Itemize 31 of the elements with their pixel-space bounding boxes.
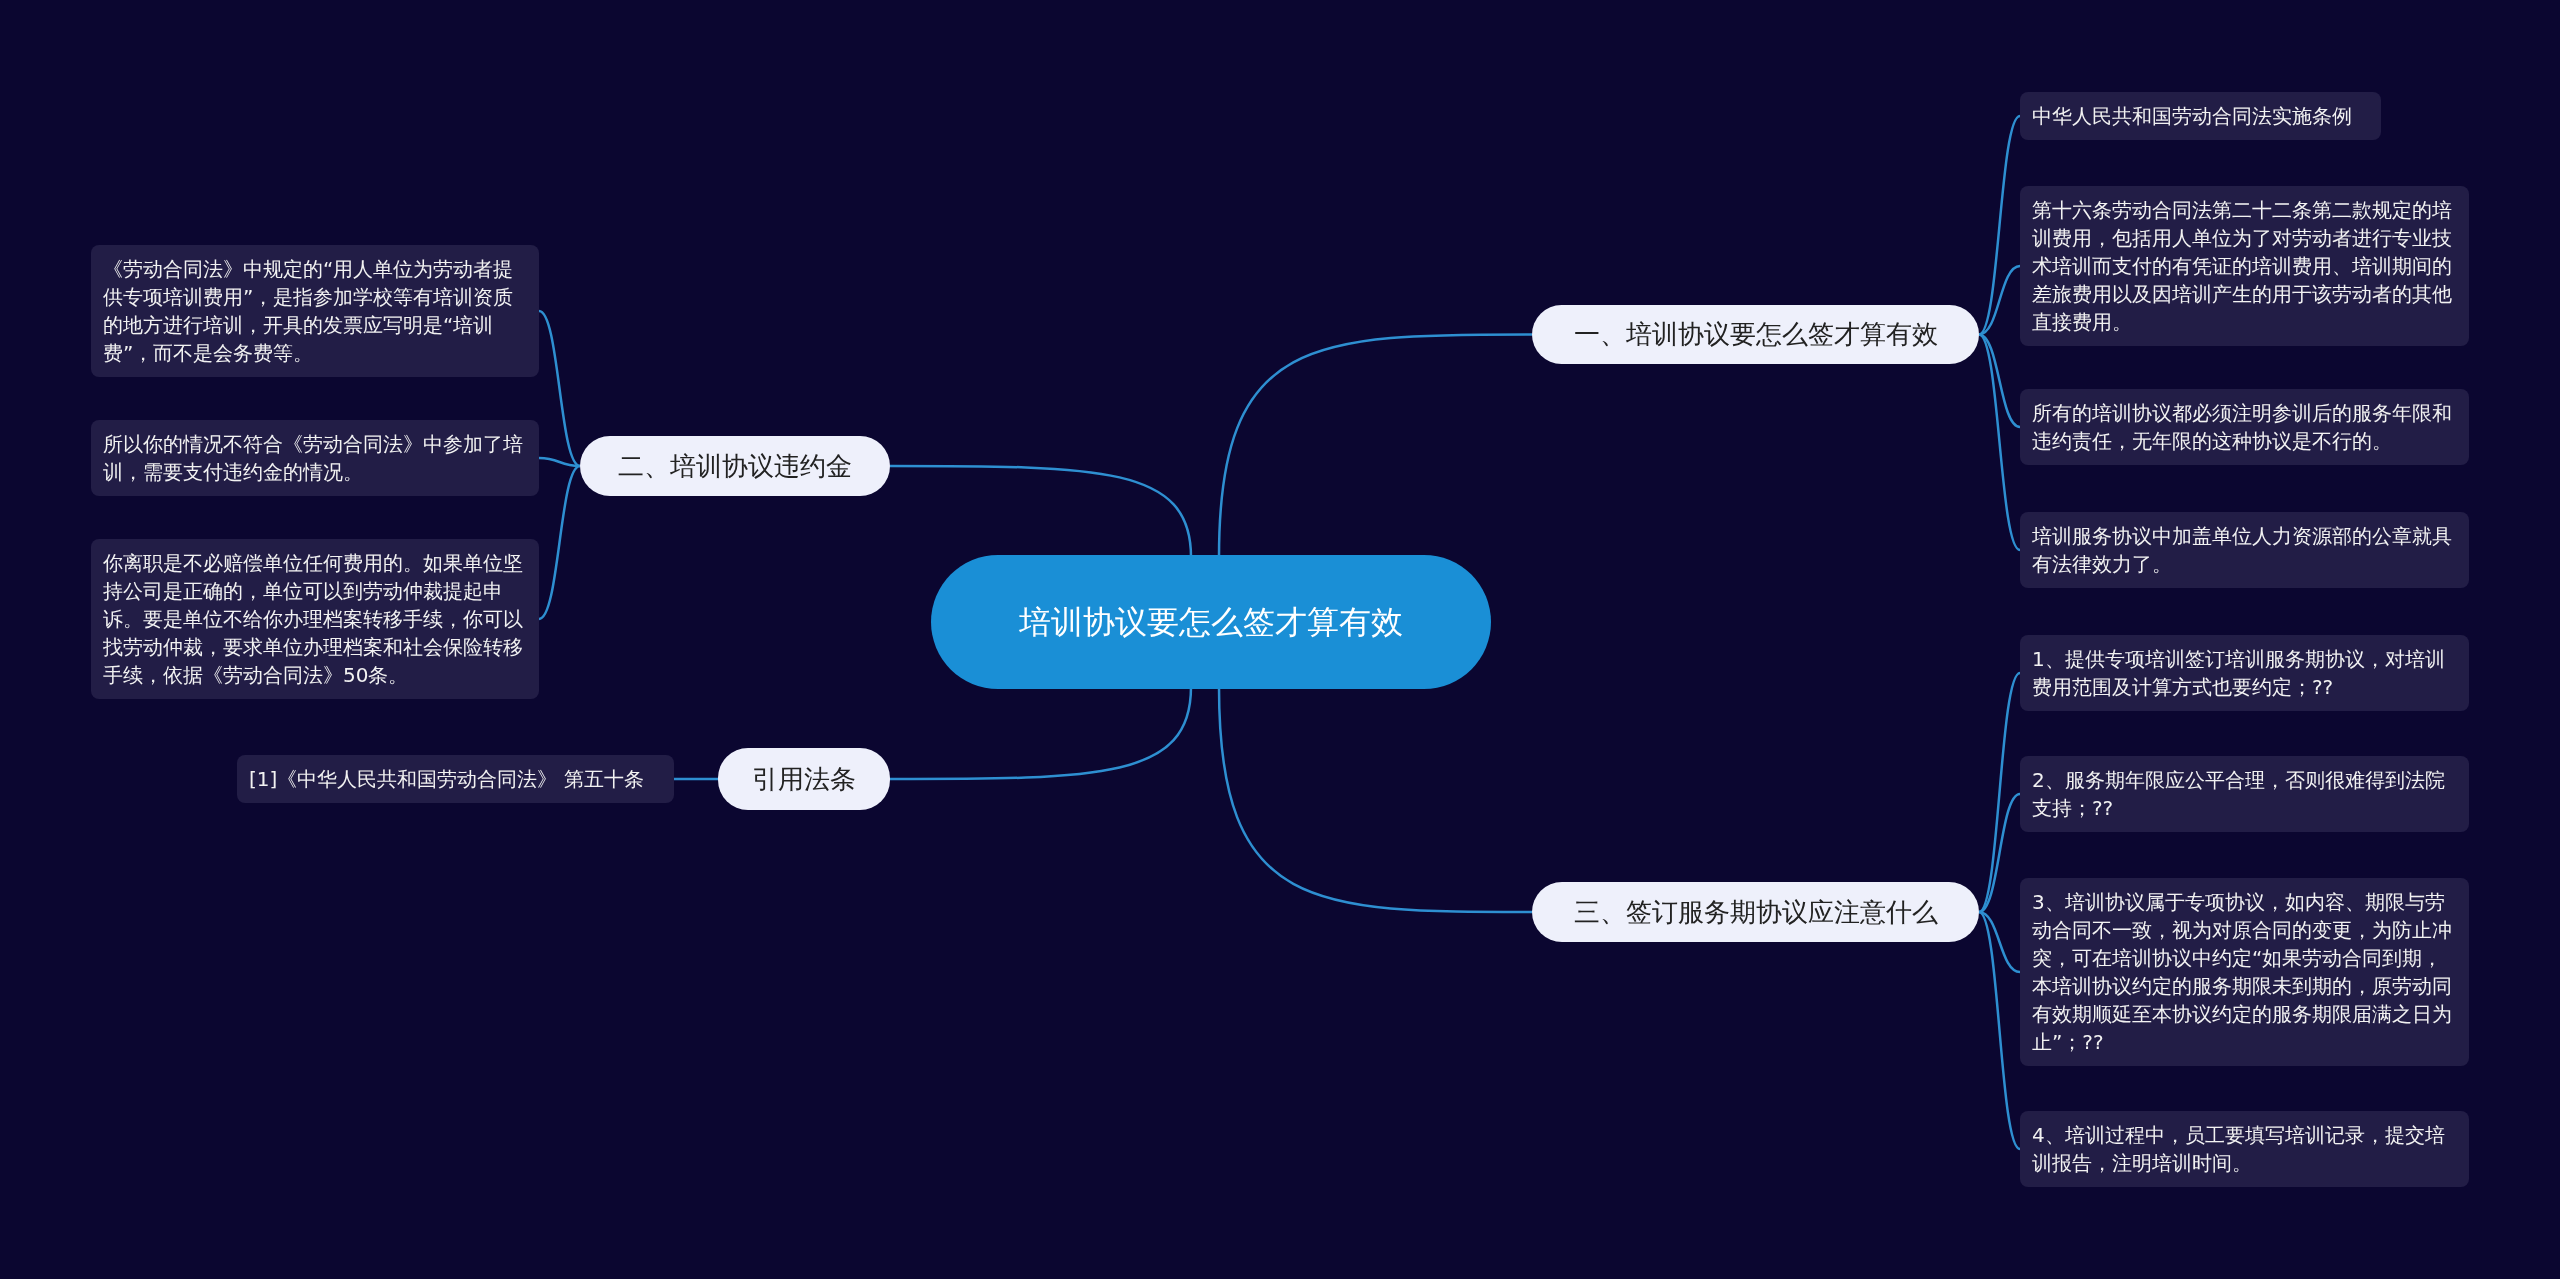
leaf-note: 2、服务期年限应公平合理，否则很难得到法院支持；?? bbox=[2020, 756, 2469, 832]
connector-line bbox=[1978, 792, 2021, 914]
connector-line bbox=[1978, 333, 2021, 551]
leaf-note: 所以你的情况不符合《劳动合同法》中参加了培训，需要支付违约金的情况。 bbox=[91, 420, 539, 496]
leaf-note: [1]《中华人民共和国劳动合同法》 第五十条 bbox=[237, 755, 674, 803]
branch-topic: 二、培训协议违约金 bbox=[580, 436, 890, 496]
leaf-note: 你离职是不必赔偿单位任何费用的。如果单位坚持公司是正确的，单位可以到劳动仲裁提起申诉。要是单位不给你办理档案转移手续，你可以找劳动仲裁，要求单位办理档案和社会保险转移手续，依据《劳动合同法》50条。 bbox=[91, 539, 539, 699]
leaf-note: 所有的培训协议都必须注明参训后的服务年限和违约责任，无年限的这种协议是不行的。 bbox=[2020, 389, 2469, 465]
connector-line bbox=[1217, 333, 1532, 558]
branch-topic: 一、培训协议要怎么签才算有效 bbox=[1532, 305, 1979, 364]
connector-line bbox=[1978, 910, 2021, 974]
connector-line bbox=[1978, 115, 2021, 336]
leaf-note: 1、提供专项培训签订培训服务期协议，对培训费用范围及计算方式也要约定；?? bbox=[2020, 635, 2469, 711]
connector-line bbox=[890, 464, 1193, 558]
connector-line bbox=[1217, 686, 1532, 914]
central-topic: 培训协议要怎么签才算有效 bbox=[931, 555, 1491, 689]
leaf-note: 第十六条劳动合同法第二十二条第二款规定的培训费用，包括用人单位为了对劳动者进行专业技术培训而支付的有凭证的培训费用、培训期间的差旅费用以及因培训产生的用于该劳动者的其他直接费用。 bbox=[2020, 186, 2469, 346]
leaf-note: 中华人民共和国劳动合同法实施条例 bbox=[2020, 92, 2381, 140]
connector-line bbox=[1978, 672, 2021, 913]
connector-line bbox=[538, 464, 581, 621]
leaf-note: 4、培训过程中，员工要填写培训记录，提交培训报告，注明培训时间。 bbox=[2020, 1111, 2469, 1187]
connector-line bbox=[674, 777, 718, 781]
leaf-note: 《劳动合同法》中规定的“用人单位为劳动者提供专项培训费用”，是指参加学校等有培训资质的地方进行培训，开具的发票应写明是“培训费”，而不是会务费等。 bbox=[91, 245, 539, 377]
connector-line bbox=[1978, 911, 2021, 1150]
leaf-note: 3、培训协议属于专项协议，如内容、期限与劳动合同不一致，视为对原合同的变更，为防止冲突，可在培训协议中约定“如果劳动合同到期，本培训协议约定的服务期限未到期的，原劳动同有效期顺延至本协议约定的服务期限届满之日为止”；?? bbox=[2020, 878, 2469, 1066]
connector-line bbox=[1978, 333, 2021, 429]
leaf-note: 培训服务协议中加盖单位人力资源部的公章就具有法律效力了。 bbox=[2020, 512, 2469, 588]
branch-topic: 引用法条 bbox=[718, 748, 890, 810]
branch-topic: 三、签订服务期协议应注意什么 bbox=[1532, 882, 1979, 942]
connector-line bbox=[890, 686, 1193, 781]
connector-line bbox=[538, 309, 581, 468]
